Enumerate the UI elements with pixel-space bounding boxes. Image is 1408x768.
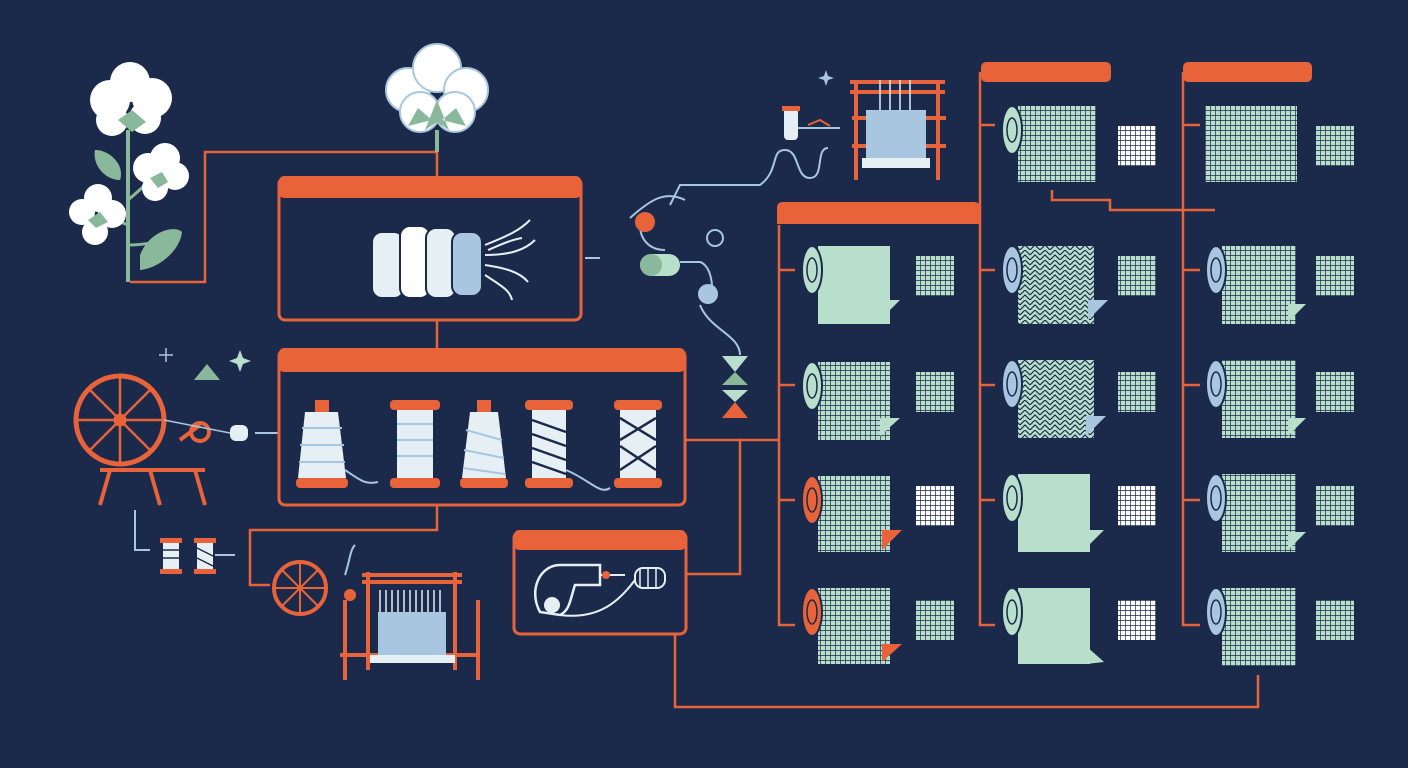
connector-lines xyxy=(130,72,1260,709)
top-loom-icon xyxy=(782,80,946,180)
fabric-roll-icon xyxy=(1205,473,1306,552)
fabric-roll-icon xyxy=(801,245,900,324)
fabric-roll-icon xyxy=(1205,587,1296,666)
spool-icon xyxy=(296,400,379,488)
spool-icon xyxy=(460,400,508,488)
weave-swatch xyxy=(1118,486,1156,526)
fabric-roll-icon xyxy=(1001,359,1106,438)
fabric-roll-icon xyxy=(1205,245,1306,324)
weave-swatch xyxy=(1118,256,1156,296)
fabric-roll-icon xyxy=(1001,105,1096,182)
cotton-boll-icon xyxy=(385,43,489,152)
fabric-column-3 xyxy=(1183,62,1354,666)
fiber-bale-icon xyxy=(371,219,536,301)
weave-swatch xyxy=(916,600,954,640)
weave-swatch xyxy=(1118,600,1156,640)
small-spools xyxy=(160,538,216,574)
fabric-roll-icon xyxy=(801,587,902,664)
weave-swatch xyxy=(916,372,954,412)
machine-icon xyxy=(534,563,666,617)
fabric-column-1 xyxy=(777,202,980,664)
weave-swatch xyxy=(1316,372,1354,412)
yarn-spools-box xyxy=(277,348,687,507)
fiber-bale-box xyxy=(277,176,583,322)
sizing-machine-box xyxy=(512,530,688,636)
weave-swatch xyxy=(1118,372,1156,412)
weave-swatch xyxy=(916,256,954,296)
weave-swatch xyxy=(1316,486,1354,526)
spool-icon xyxy=(525,400,611,491)
fabric-roll-icon xyxy=(1001,587,1104,664)
thread-knots xyxy=(635,212,748,418)
fabric-roll-icon xyxy=(801,475,902,552)
weave-swatch xyxy=(1118,126,1156,166)
spinning-wheel-icon xyxy=(73,373,248,506)
weave-swatch xyxy=(1316,256,1354,296)
fabric-column-2 xyxy=(981,62,1156,664)
small-wheel-icon xyxy=(272,560,328,616)
weave-swatch xyxy=(1316,600,1354,640)
fabric-roll-icon xyxy=(801,361,900,440)
cotton-plant-icon xyxy=(69,62,189,282)
weave-swatch xyxy=(1316,126,1354,166)
weave-swatch xyxy=(916,486,954,526)
fabric-roll-icon xyxy=(1205,359,1306,438)
fabric-roll-icon xyxy=(1001,473,1104,552)
thread-lines xyxy=(134,127,840,576)
sparkle-icons xyxy=(159,70,834,380)
loom-icon xyxy=(340,572,480,680)
fabric-roll-icon xyxy=(1205,106,1297,182)
fabric-roll-icon xyxy=(1001,245,1108,324)
spool-icon xyxy=(390,400,440,488)
spool-icon xyxy=(614,400,662,488)
